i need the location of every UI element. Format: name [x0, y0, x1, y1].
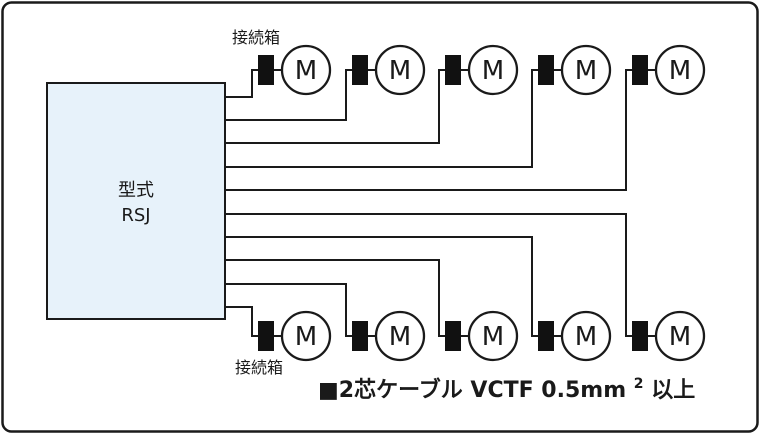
feed-wire-bottom-5 [225, 213, 680, 337]
junction-box [352, 55, 368, 85]
motor-label: M [295, 56, 317, 86]
feed-wire-top-3 [225, 69, 493, 144]
junction-box [632, 321, 648, 351]
motor-circle [560, 310, 612, 362]
junction-box [258, 321, 274, 351]
junction-box [258, 55, 274, 85]
motor-circle [280, 44, 332, 96]
feed-wire-top-5 [225, 69, 680, 191]
feed-wire-top-2 [225, 69, 400, 121]
feed-wire-bottom-2 [225, 283, 400, 337]
motor-circle [280, 310, 332, 362]
controller-model-code: RSJ [121, 205, 150, 226]
motor-circle [374, 44, 426, 96]
motor-circle [467, 44, 519, 96]
motor-circle [560, 44, 612, 96]
motor-circle [654, 44, 706, 96]
motor-label: M [482, 56, 504, 86]
feed-wire-top-1 [225, 69, 306, 98]
cable-spec-prefix: ■2芯ケーブル VCTF 0.5mm [318, 377, 626, 403]
feed-wire-top-4 [225, 69, 586, 168]
controller-box [46, 82, 226, 320]
junction-box [538, 321, 554, 351]
motor-label: M [669, 56, 691, 86]
controller-model-label: 型式 [118, 180, 154, 201]
cable-spec-suffix: 以上 [651, 378, 695, 403]
feed-wire-bottom-1 [225, 306, 306, 337]
junction-box [538, 55, 554, 85]
feed-wire-bottom-3 [225, 259, 493, 337]
motor-label: M [389, 322, 411, 352]
motor-circle [467, 310, 519, 362]
motor-label: M [482, 322, 504, 352]
motor-label: M [575, 56, 597, 86]
motor-label: M [389, 56, 411, 86]
junction-box [445, 55, 461, 85]
junction-box-label-bottom: 接続箱 [235, 358, 283, 377]
motor-label: M [669, 322, 691, 352]
motor-label: M [295, 322, 317, 352]
motor-label: M [575, 322, 597, 352]
junction-box [352, 321, 368, 351]
cable-spec-note: ■2芯ケーブル VCTF 0.5mm 2 以上 [318, 369, 695, 403]
junction-box [445, 321, 461, 351]
junction-box [632, 55, 648, 85]
junction-box-label-top: 接続箱 [232, 28, 280, 47]
motor-circle [374, 310, 426, 362]
feed-wire-bottom-4 [225, 236, 586, 337]
motor-circle [654, 310, 706, 362]
cable-spec-superscript: 2 [634, 376, 644, 392]
